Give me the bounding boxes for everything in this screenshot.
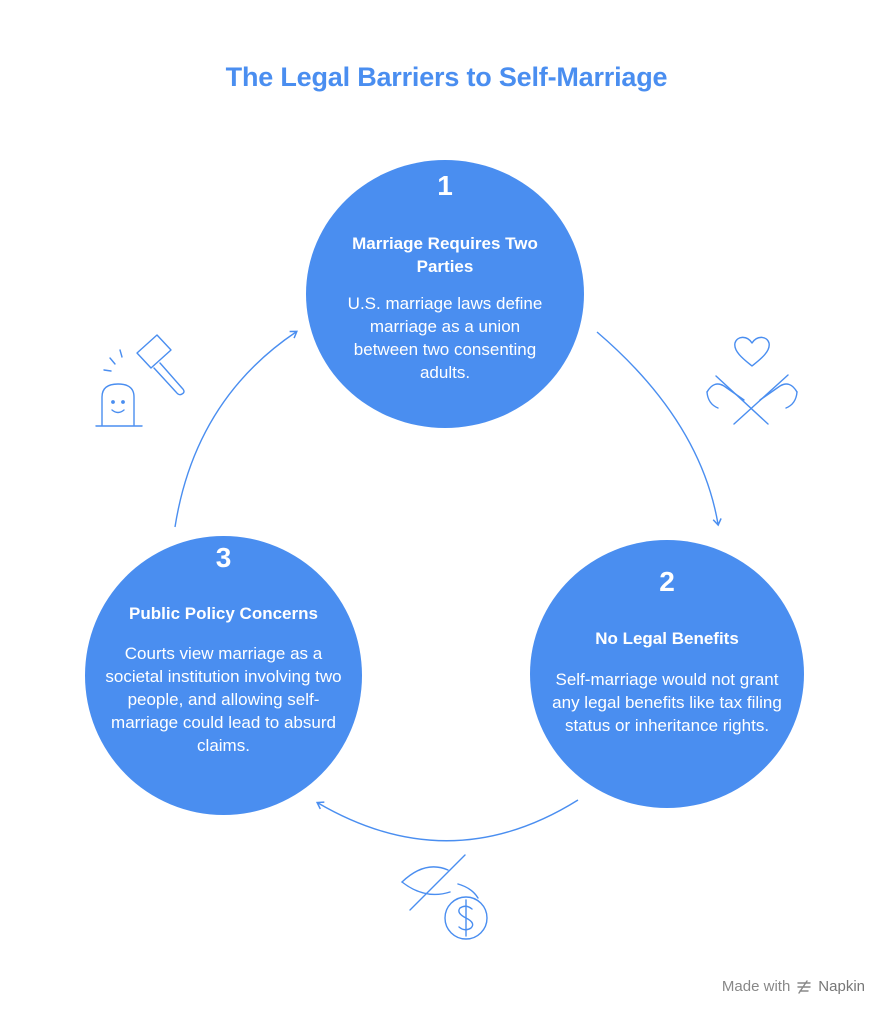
arrow-2-to-3 [315,799,579,842]
napkin-logo-icon [797,979,811,994]
step-2-circle: 2 No Legal Benefits Self-marriage would … [530,540,804,808]
step-1-description: U.S. marriage laws define marriage as a … [347,294,543,382]
step-2-number: 2 [659,566,675,597]
step-2-heading: No Legal Benefits [595,629,739,648]
step-1-circle: 1 Marriage Requires Two Parties U.S. mar… [306,160,584,428]
arrow-1-to-2 [596,331,722,527]
step-3-heading: Public Policy Concerns [129,604,318,623]
arrow-3-to-1 [174,330,298,528]
footer-attribution[interactable]: Made with Napkin [722,978,865,995]
napkin-brand-label: Napkin [818,978,865,995]
gavel-icon [95,334,185,427]
step-1-heading: Marriage Requires Two Parties [352,234,538,276]
step-3-circle: 3 Public Policy Concerns Courts view mar… [85,536,362,815]
hands-heart-icon [706,336,798,425]
step-2-description: Self-marriage would not grant any legal … [552,670,782,735]
made-with-label: Made with [721,978,791,995]
page-title: The Legal Barriers to Self-Marriage [225,62,668,92]
no-money-icon [401,854,488,940]
step-1-number: 1 [437,170,453,201]
step-3-number: 3 [215,542,232,573]
step-3-description: Courts view marriage as a societal insti… [105,644,342,755]
